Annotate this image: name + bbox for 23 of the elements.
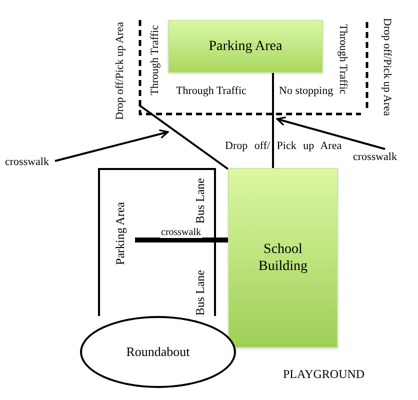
road-label: No stopping (279, 86, 334, 97)
parking-area-box (168, 20, 323, 73)
school-building-box (228, 168, 338, 348)
road-line (138, 104, 229, 170)
node-label: crosswalk (5, 156, 49, 168)
node-label: School Building (257, 240, 308, 276)
road-label: Drop off/Pick up Area (381, 18, 392, 116)
node-label: crosswalk (353, 152, 397, 162)
road-line (272, 73, 274, 168)
node-label: Roundabout (126, 343, 190, 362)
road-label: PLAYGROUND (283, 368, 365, 380)
road-label: Drop off/Pick up Area (115, 22, 126, 120)
road-label: Drop off/ Pick up Area (225, 141, 342, 152)
bus-lane-label: Bus Lane (194, 178, 206, 224)
arrow (54, 129, 169, 162)
edge-label: crosswalk (160, 228, 202, 238)
bus-lane-label: Bus Lane (194, 270, 206, 316)
arrow (276, 116, 386, 150)
road-label: Through Traffic (176, 86, 246, 97)
parking-area-label: Parking Area (114, 202, 126, 265)
road-label: Through Traffic (337, 24, 348, 94)
road-line (135, 238, 228, 242)
node-label: Parking Area (208, 38, 282, 56)
